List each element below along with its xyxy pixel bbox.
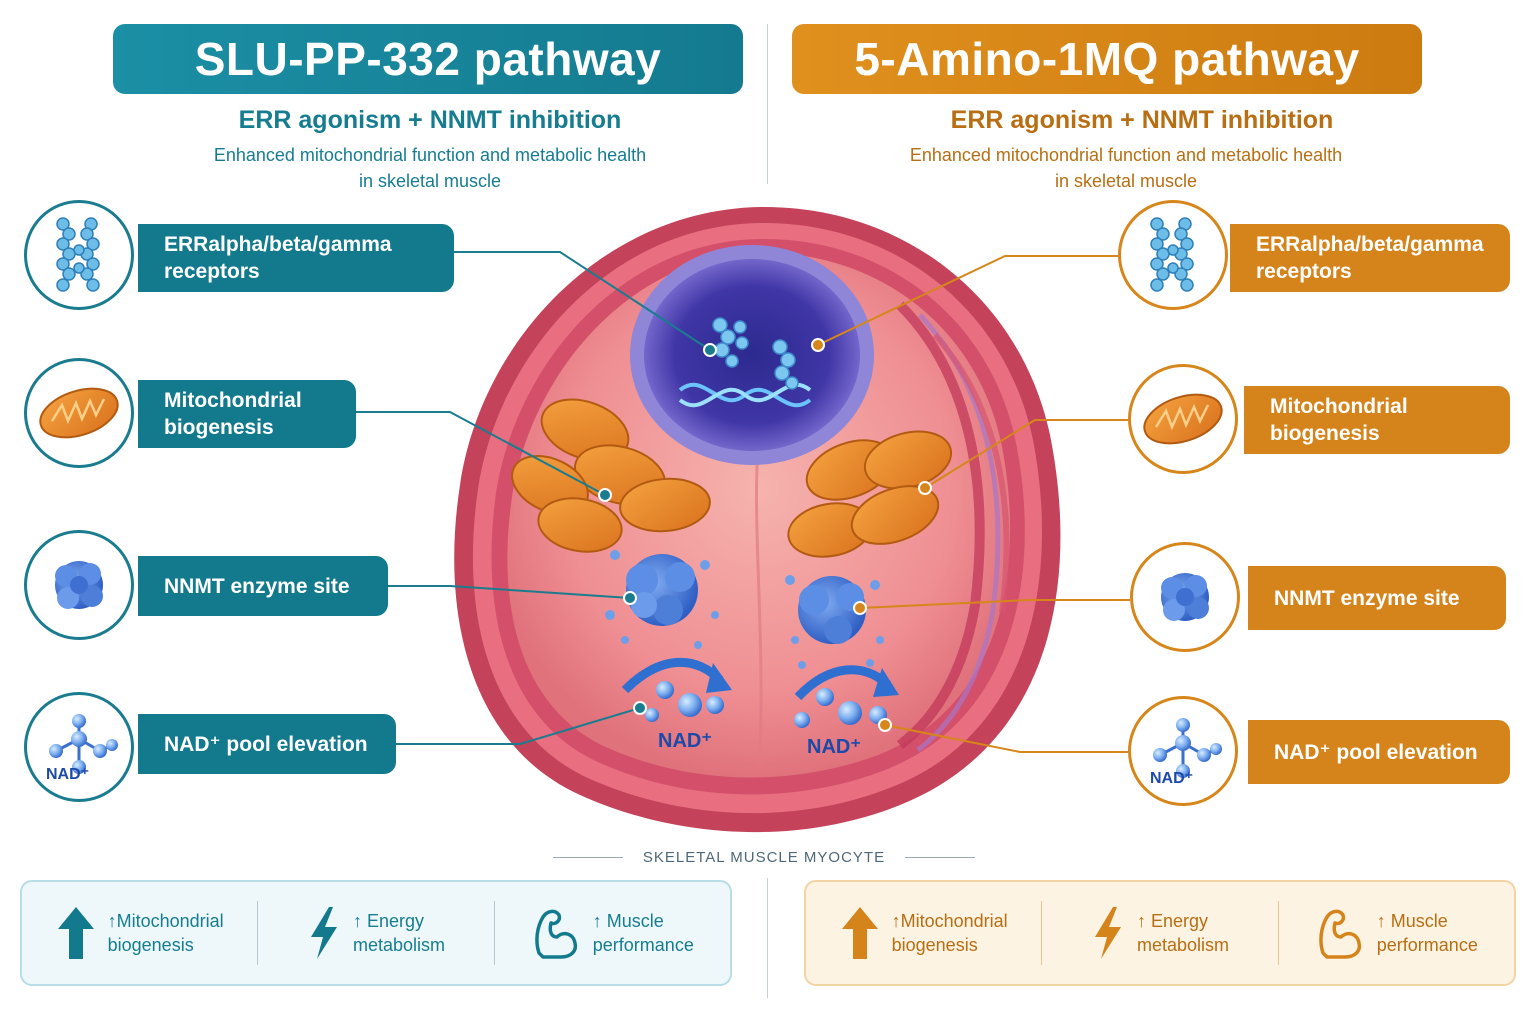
up-arrow-icon: [57, 907, 94, 959]
flexed-arm-icon: [1318, 909, 1361, 959]
myocyte-illustration: NAD⁺ NAD⁺: [454, 206, 1061, 833]
item-label: ERRalpha/beta/gamma: [164, 233, 392, 256]
lightning-icon: [1094, 907, 1121, 959]
molecule-icon: NAD⁺: [24, 692, 134, 802]
item-label: NNMT enzyme site: [164, 574, 350, 598]
outcome-label: biogenesis: [891, 935, 978, 955]
right-outcomes-box: ↑Mitochondrial biogenesis ↑ Energy metabol…: [804, 880, 1516, 986]
item-label: NAD⁺ pool elevation: [1274, 740, 1478, 764]
molecule-icon-label: NAD⁺: [46, 766, 89, 783]
item-label: receptors: [1256, 260, 1352, 283]
item-label: receptors: [164, 260, 260, 283]
outcome-mitochondrial: ↑Mitochondrial biogenesis: [806, 901, 1041, 965]
left-outcomes-box: ↑Mitochondrial biogenesis ↑ Energy metabol…: [20, 880, 732, 986]
caption-rule: [905, 856, 976, 858]
cytoplasm: [507, 252, 1011, 778]
receptor-icon: [1118, 200, 1228, 310]
nad-label-left: NAD⁺: [658, 730, 712, 752]
up-arrow-icon: [841, 907, 878, 959]
enzyme-icon: [24, 530, 134, 640]
outcome-label: performance: [1376, 935, 1478, 955]
center-divider-top: [767, 24, 768, 184]
outcome-label: ↑ Energy: [1136, 911, 1209, 931]
item-label: Mitochondrial: [1270, 395, 1408, 418]
right-description: Enhanced mitochondrial function and meta…: [796, 142, 1456, 194]
small-vesicles: [605, 550, 884, 669]
outcome-label: ↑ Energy: [352, 911, 425, 931]
left-subtitle: ERR agonism + NNMT inhibition: [238, 106, 622, 134]
right-item-mitochondria: Mitochondrial biogenesis: [1244, 386, 1510, 454]
outcome-energy: ↑ Energy metabolism: [1041, 901, 1277, 965]
outcome-energy: ↑ Energy metabolism: [257, 901, 493, 965]
right-description-line-2: in skeletal muscle: [1054, 171, 1198, 191]
outcome-label: biogenesis: [107, 935, 194, 955]
nad-arrow-head-left: [706, 663, 732, 693]
item-label: biogenesis: [164, 416, 274, 439]
right-item-nad: NAD⁺ pool elevation: [1248, 720, 1510, 784]
item-label: biogenesis: [1270, 422, 1380, 445]
left-description-line-1: Enhanced mitochondrial function and meta…: [213, 145, 647, 165]
nad-label-right: NAD⁺: [807, 736, 861, 758]
outcome-label: metabolism: [352, 935, 445, 955]
molecule-icon-label: NAD⁺: [1150, 770, 1193, 787]
nad-molecules-left: [645, 681, 724, 722]
caption-rule: [552, 856, 623, 858]
enzyme-icon: [1130, 542, 1240, 652]
right-pathway-title: 5-Amino-1MQ pathway: [792, 24, 1422, 94]
outcome-label: ↑Mitochondrial: [891, 911, 1008, 931]
nad-arrow-head-right: [873, 668, 899, 697]
item-label: NAD⁺ pool elevation: [164, 732, 368, 756]
outcome-label: ↑ Muscle: [592, 911, 664, 931]
outcome-label: performance: [592, 935, 694, 955]
right-item-receptors: ERRalpha/beta/gamma receptors: [1230, 224, 1510, 292]
item-label: ERRalpha/beta/gamma: [1256, 233, 1484, 256]
item-label: NNMT enzyme site: [1274, 586, 1460, 610]
flexed-arm-icon: [534, 909, 577, 959]
outcome-muscle: ↑ Muscle performance: [493, 901, 730, 965]
right-item-enzyme: NNMT enzyme site: [1248, 566, 1506, 630]
left-item-mitochondria: Mitochondrial biogenesis: [138, 380, 356, 448]
outcome-muscle: ↑ Muscle performance: [1277, 901, 1514, 965]
outcome-label: ↑ Muscle: [1376, 911, 1448, 931]
right-description-line-1: Enhanced mitochondrial function and meta…: [909, 145, 1343, 165]
caption-text: SKELETAL MUSCLE MYOCYTE: [642, 848, 886, 866]
left-description: Enhanced mitochondrial function and meta…: [100, 142, 760, 194]
nnmt-enzyme-right: [798, 576, 866, 644]
left-item-enzyme: NNMT enzyme site: [138, 556, 388, 616]
outcome-label: metabolism: [1136, 935, 1229, 955]
lightning-icon: [310, 907, 337, 959]
left-item-receptors: ERRalpha/beta/gamma receptors: [138, 224, 454, 292]
left-item-nad: NAD⁺ pool elevation: [138, 714, 396, 774]
receptor-icon: [24, 200, 134, 310]
nnmt-enzyme-left: [626, 554, 698, 626]
outcome-label: ↑Mitochondrial: [107, 911, 224, 931]
nucleus: [644, 259, 860, 451]
cell-caption: SKELETAL MUSCLE MYOCYTE: [540, 846, 988, 868]
mitochondrion-icon: [1128, 364, 1238, 474]
mitochondrion-icon: [24, 358, 134, 468]
center-divider-bottom: [767, 878, 768, 998]
item-label: Mitochondrial: [164, 389, 302, 412]
left-pathway-title: SLU-PP-332 pathway: [113, 24, 743, 94]
left-description-line-2: in skeletal muscle: [358, 171, 502, 191]
outcome-mitochondrial: ↑Mitochondrial biogenesis: [22, 901, 257, 965]
err-receptor-cluster: [712, 317, 799, 390]
myofibril-stripe: [896, 301, 985, 749]
right-subtitle: ERR agonism + NNMT inhibition: [950, 106, 1334, 134]
molecule-icon: NAD⁺: [1128, 696, 1238, 806]
